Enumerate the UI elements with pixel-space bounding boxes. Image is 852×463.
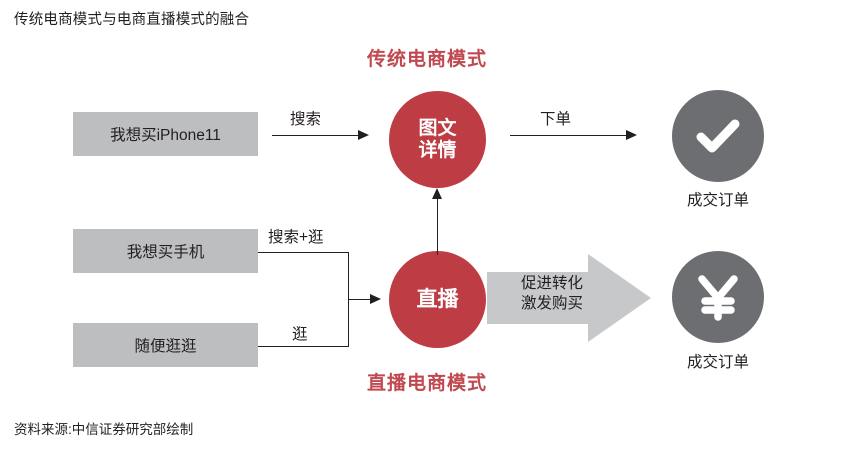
section-header-live: 直播电商模式 <box>367 373 488 394</box>
arrowhead-up-icon <box>432 188 442 199</box>
arrowhead-search-icon <box>358 130 369 140</box>
node-graphic-detail-line2: 详情 <box>418 139 457 161</box>
connector-search-line <box>272 135 360 136</box>
block-arrow-line1: 促进转化 <box>520 275 583 292</box>
connector-bracket-top <box>258 252 349 253</box>
edge-label-walk: 逛 <box>292 326 308 343</box>
outcome-label-bottom: 成交订单 <box>686 354 749 371</box>
arrowhead-merge-icon <box>370 294 381 304</box>
node-livestream: 直播 <box>389 251 486 348</box>
block-arrow-conversion <box>487 254 651 342</box>
connector-order-line <box>510 135 628 136</box>
arrowhead-order-icon <box>626 130 637 140</box>
input-box-phone: 我想买手机 <box>73 229 258 273</box>
input-box-browse: 随便逛逛 <box>73 323 258 367</box>
outcome-circle-check <box>672 90 764 182</box>
outcome-circle-yen <box>672 251 764 343</box>
connector-bracket-stem <box>348 299 372 300</box>
block-arrow-text: 促进转化 激发购买 <box>504 274 600 314</box>
yen-icon <box>698 275 738 321</box>
check-icon <box>696 119 740 153</box>
source-note: 资料来源:中信证券研究部绘制 <box>14 422 194 437</box>
edge-label-order: 下单 <box>540 111 572 128</box>
block-arrow-icon <box>487 254 651 342</box>
connector-live-to-detail <box>437 196 438 255</box>
node-graphic-detail-line1: 图文 <box>418 118 457 140</box>
input-box-iphone: 我想买iPhone11 <box>73 112 258 156</box>
node-livestream-label: 直播 <box>416 287 459 311</box>
node-graphic-detail: 图文 详情 <box>389 91 486 188</box>
edge-label-search: 搜索 <box>290 111 322 128</box>
edge-label-search-walk: 搜索+逛 <box>268 229 324 246</box>
section-header-traditional: 传统电商模式 <box>367 49 488 70</box>
connector-bracket-bottom <box>258 346 349 347</box>
outcome-label-top: 成交订单 <box>686 192 749 209</box>
block-arrow-line2: 激发购买 <box>520 294 583 312</box>
page-title: 传统电商模式与电商直播模式的融合 <box>14 12 250 28</box>
